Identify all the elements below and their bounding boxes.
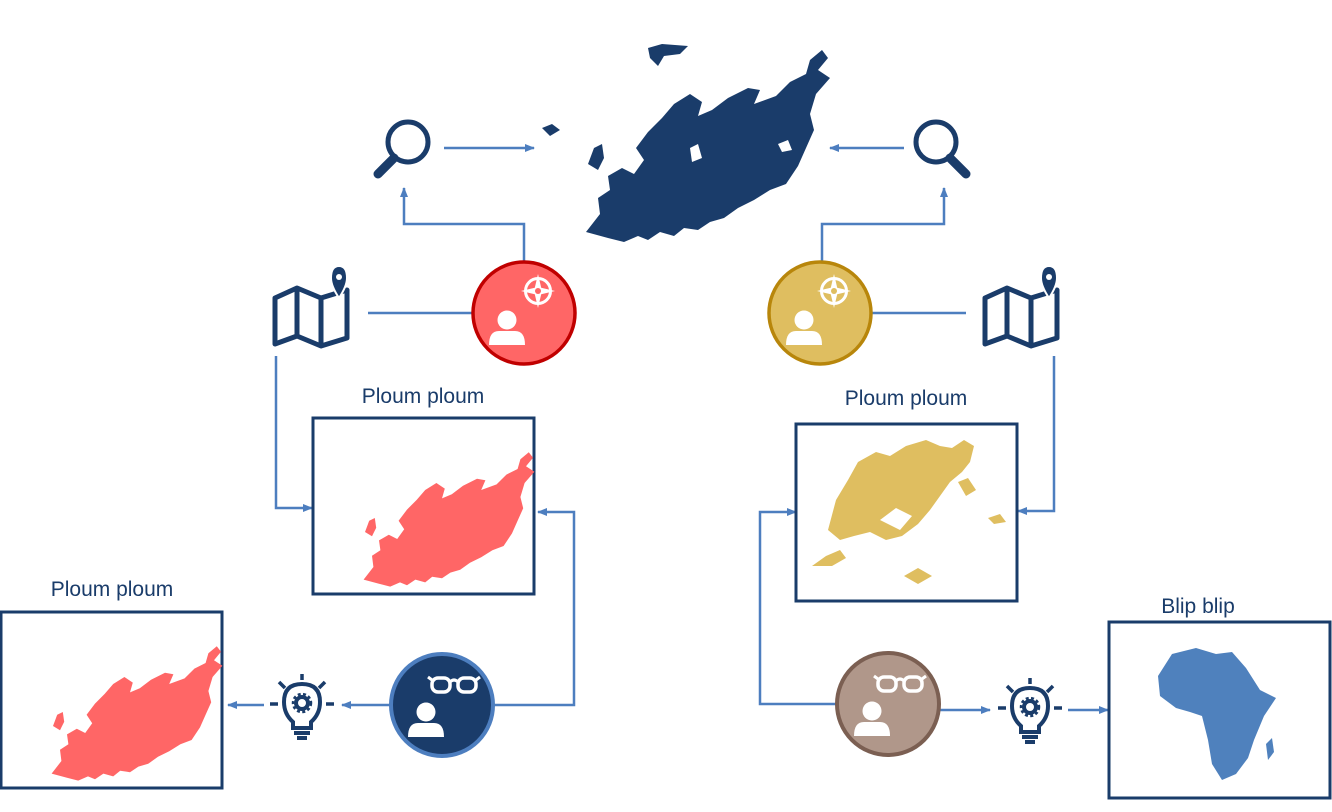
gold-map-box: Ploum ploum: [794, 387, 1019, 603]
europe-map-icon: [542, 44, 830, 242]
lightbulb-gear-icon-left: [268, 672, 336, 740]
europe-map-gold-distorted: [812, 440, 1006, 584]
red-map-box-label: Ploum ploum: [362, 385, 485, 408]
arrow-right-map-to-gold-box: [1017, 356, 1056, 515]
arrow-brown-user-to-gold-box: [758, 508, 838, 706]
magnifier-icon-right: [916, 122, 966, 174]
africa-box: Blip blip: [1107, 595, 1332, 800]
gold-map-box-label: Ploum ploum: [845, 387, 968, 410]
arrow-red-user-to-magnifier: [400, 187, 526, 262]
folded-map-pin-icon-left: [275, 266, 347, 346]
red-navigator-user: [471, 260, 577, 366]
derived-red-box: Ploum ploum: [0, 578, 224, 790]
arrow-blue-user-to-red-box: [494, 508, 576, 707]
gold-navigator-user: [767, 260, 873, 366]
arrow-gold-user-to-magnifier: [820, 187, 948, 262]
africa-box-label: Blip blip: [1161, 595, 1235, 618]
brown-observer-user: [835, 651, 941, 757]
red-map-box: Ploum ploum: [311, 385, 536, 596]
africa-map-icon: [1158, 648, 1276, 780]
arrow-left-map-to-red-box: [274, 356, 313, 512]
magnifier-icon-left: [378, 122, 428, 174]
lightbulb-gear-icon-right: [996, 676, 1064, 744]
connectors: [227, 144, 1109, 714]
derived-red-box-label: Ploum ploum: [51, 578, 174, 601]
blue-observer-user: [389, 652, 495, 758]
folded-map-pin-icon-right: [985, 266, 1057, 346]
